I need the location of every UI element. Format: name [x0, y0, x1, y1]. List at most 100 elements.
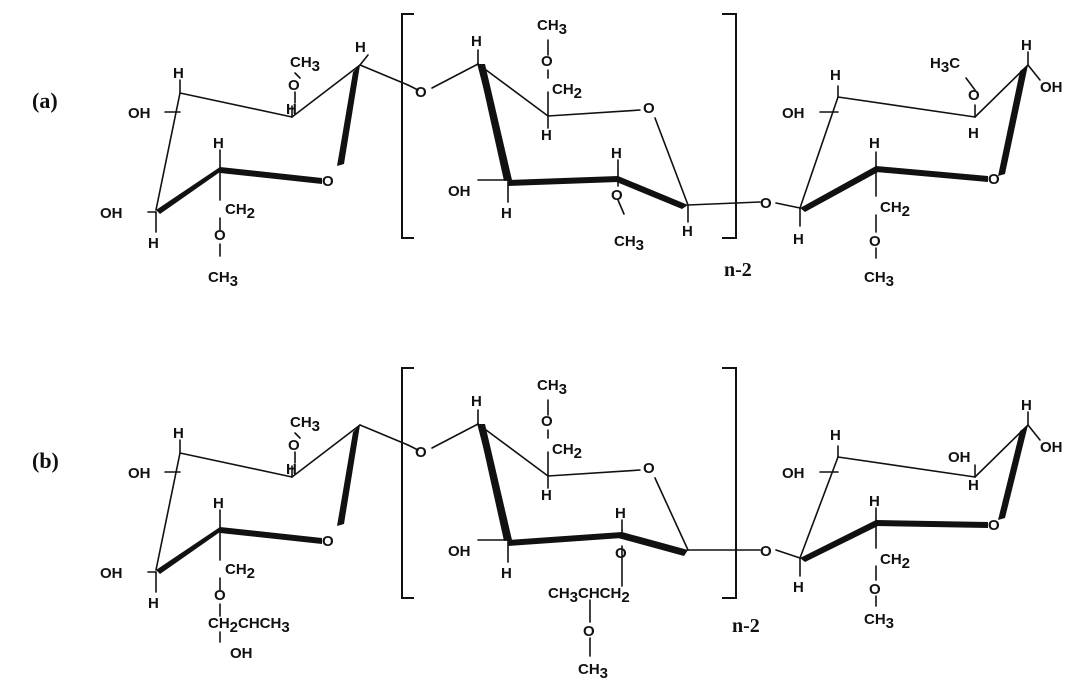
atom-label: H [286, 461, 297, 478]
atom-label: H [173, 65, 184, 82]
atom-label: CH3 [864, 611, 894, 632]
atom-label: CH2 [880, 551, 910, 572]
right-ring [799, 51, 1041, 259]
atom-label: H [615, 505, 626, 522]
atom-label: H [148, 595, 159, 612]
atom-label: CH2 [552, 441, 582, 462]
atom-label: OH [128, 465, 151, 482]
atom-label: H [471, 393, 482, 410]
repeat-bracket [401, 367, 737, 599]
atom-label: H [682, 223, 693, 240]
panel-label: (a) [32, 88, 58, 113]
atom-label: OH [782, 105, 805, 122]
atom-label: O [643, 460, 655, 477]
right-ring [799, 411, 1041, 607]
left-unit-labels: H OH O CH3 H H H O OH H CH2 O CH3 [100, 39, 366, 290]
panel-label: (b) [32, 448, 59, 473]
atom-label: CH3 [537, 377, 567, 398]
atom-label: CH2CHCH3 [208, 615, 290, 636]
middle-unit-labels: H CH3 O CH2 H O OH H H O CH3CHCH2 O CH3 [448, 377, 655, 680]
atom-label: H [869, 135, 880, 152]
left-ring [147, 54, 409, 257]
atom-label: O [583, 623, 595, 640]
atom-label: H [541, 487, 552, 504]
atom-label: CH3 [208, 269, 238, 290]
middle-ring [477, 399, 761, 657]
atom-label: O [541, 413, 553, 430]
right-unit-labels: H OH H3C O H H OH H O H CH2 O CH3 [782, 37, 1063, 290]
atom-label: OH [100, 565, 123, 582]
glycosidic-oxygen: O [415, 84, 427, 101]
atom-label: H [830, 427, 841, 444]
atom-label: O [615, 545, 627, 562]
repeat-label: n-2 [732, 615, 760, 637]
repeat-bracket [401, 13, 737, 239]
atom-label: OH [1040, 439, 1063, 456]
atom-label: H [355, 39, 366, 56]
atom-label: O [322, 173, 334, 190]
atom-label: H [148, 235, 159, 252]
atom-label: H [869, 493, 880, 510]
panel-a: (a) H OH O CH3 H [32, 13, 1063, 290]
right-unit-labels: H OH OH H H OH H O H CH2 O CH3 [782, 397, 1063, 632]
atom-label: CH3 [614, 233, 644, 254]
glycosidic-oxygen: O [760, 195, 772, 212]
atom-label: O [869, 581, 881, 598]
atom-label: O [322, 533, 334, 550]
atom-label: CH2 [880, 199, 910, 220]
atom-label: H [213, 495, 224, 512]
atom-label: H [1021, 37, 1032, 54]
atom-label: O [988, 171, 1000, 188]
panel-b: (b) H OH O CH3 H [32, 367, 1063, 680]
middle-ring [477, 39, 761, 223]
atom-label: OH [448, 183, 471, 200]
atom-label: CH3CHCH2 [548, 585, 630, 606]
glycosidic-oxygen: O [760, 543, 772, 560]
atom-label: CH2 [552, 81, 582, 102]
atom-label: OH [100, 205, 123, 222]
left-unit-labels: H OH O CH3 H H O OH H CH2 O CH2CHCH3 OH [100, 414, 334, 662]
atom-label: CH2 [225, 201, 255, 222]
atom-label: OH [448, 543, 471, 560]
atom-label: H [1021, 397, 1032, 414]
atom-label: H [173, 425, 184, 442]
atom-label: O [541, 53, 553, 70]
atom-label: CH3 [864, 269, 894, 290]
atom-label: O [643, 100, 655, 117]
atom-label: H [793, 231, 804, 248]
atom-label: CH3 [290, 54, 320, 75]
atom-label: CH3 [290, 414, 320, 435]
atom-label: H [830, 67, 841, 84]
atom-label: OH [230, 645, 253, 662]
atom-label: H [541, 127, 552, 144]
atom-label: H [471, 33, 482, 50]
atom-label: CH2 [225, 561, 255, 582]
glycosidic-oxygen: O [415, 444, 427, 461]
atom-label: H [968, 477, 979, 494]
repeat-label: n-2 [724, 259, 752, 281]
atom-label: O [968, 87, 980, 104]
atom-label: CH3 [578, 661, 608, 680]
atom-label: O [214, 587, 226, 604]
atom-label: OH [128, 105, 151, 122]
atom-label: H [501, 565, 512, 582]
atom-label: OH [948, 449, 971, 466]
atom-label: H [611, 145, 622, 162]
middle-unit-labels: H CH3 O CH2 H O OH H H O CH3 H [448, 17, 693, 254]
left-ring [147, 424, 409, 643]
atom-label: O [988, 517, 1000, 534]
atom-label: H3C [930, 55, 960, 76]
atom-label: O [214, 227, 226, 244]
atom-label: H [968, 125, 979, 142]
atom-label: CH3 [537, 17, 567, 38]
atom-label: O [288, 77, 300, 94]
atom-label: O [288, 437, 300, 454]
atom-label: H [501, 205, 512, 222]
atom-label: H [213, 135, 224, 152]
atom-label: O [869, 233, 881, 250]
atom-label: OH [782, 465, 805, 482]
atom-label: OH [1040, 79, 1063, 96]
atom-label: H [793, 579, 804, 596]
atom-label: H [286, 101, 297, 118]
